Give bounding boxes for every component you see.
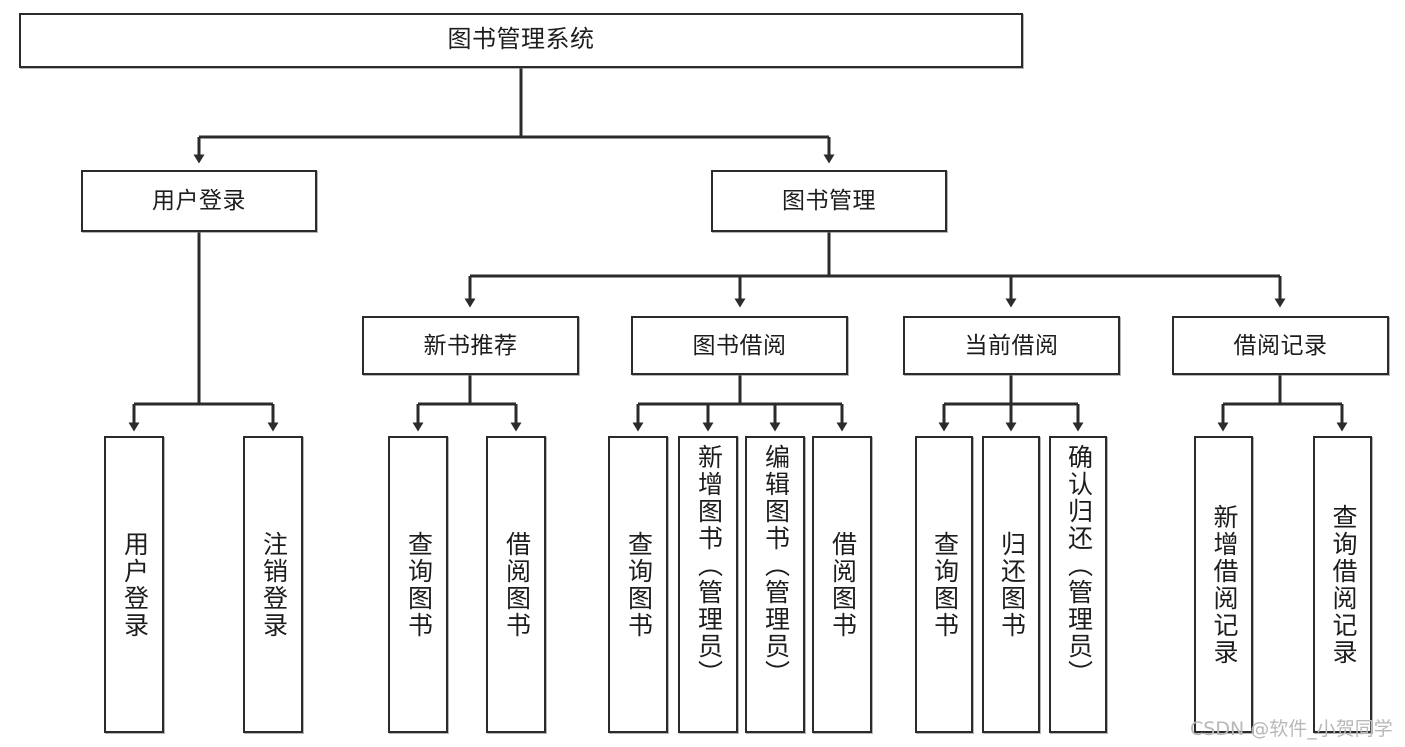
leaf-logout-label: 注销登录 bbox=[259, 530, 288, 639]
leaf-return-book-label: 归还图书 bbox=[997, 530, 1026, 639]
node-user-login[interactable]: 用户登录 bbox=[81, 170, 317, 232]
leaf-return-book[interactable]: 归还图书 bbox=[982, 436, 1040, 733]
leaf-query-book-borrow-label: 查询图书 bbox=[624, 530, 653, 639]
node-book-manage[interactable]: 图书管理 bbox=[711, 170, 947, 232]
leaf-query-book-borrow[interactable]: 查询图书 bbox=[608, 436, 668, 733]
csdn-watermark: CSDN @软件_小贺同学 bbox=[1190, 718, 1393, 740]
leaf-borrow-book-rec-label: 借阅图书 bbox=[502, 530, 531, 639]
node-book-borrow-label: 图书借阅 bbox=[692, 331, 787, 358]
leaf-logout[interactable]: 注销登录 bbox=[243, 436, 303, 733]
leaf-query-book-current-label: 查询图书 bbox=[930, 530, 959, 639]
leaf-add-book-label: 新增图书（管理员） bbox=[694, 444, 723, 687]
leaf-query-borrow-record[interactable]: 查询借阅记录 bbox=[1313, 436, 1372, 733]
leaf-add-book[interactable]: 新增图书（管理员） bbox=[678, 436, 738, 733]
node-root[interactable]: 图书管理系统 bbox=[19, 13, 1023, 68]
node-borrow-record[interactable]: 借阅记录 bbox=[1172, 316, 1389, 375]
node-new-book-rec-label: 新书推荐 bbox=[423, 331, 518, 358]
node-borrow-record-label: 借阅记录 bbox=[1233, 331, 1328, 358]
leaf-add-borrow-record-label: 新增借阅记录 bbox=[1210, 503, 1238, 666]
leaf-query-book-current[interactable]: 查询图书 bbox=[915, 436, 973, 733]
leaf-borrow-book-borrow[interactable]: 借阅图书 bbox=[812, 436, 872, 733]
leaf-user-login-label: 用户登录 bbox=[120, 530, 149, 639]
leaf-borrow-book-borrow-label: 借阅图书 bbox=[828, 530, 857, 639]
node-current-borrow[interactable]: 当前借阅 bbox=[903, 316, 1120, 375]
node-root-label: 图书管理系统 bbox=[447, 26, 595, 54]
leaf-confirm-return[interactable]: 确认归还（管理员） bbox=[1049, 436, 1107, 733]
leaf-edit-book[interactable]: 编辑图书（管理员） bbox=[745, 436, 805, 733]
node-book-borrow[interactable]: 图书借阅 bbox=[631, 316, 848, 375]
node-book-manage-label: 图书管理 bbox=[782, 187, 876, 214]
leaf-query-borrow-record-label: 查询借阅记录 bbox=[1329, 503, 1357, 666]
leaf-confirm-return-label: 确认归还（管理员） bbox=[1064, 444, 1093, 687]
node-user-login-label: 用户登录 bbox=[152, 187, 246, 214]
leaf-edit-book-label: 编辑图书（管理员） bbox=[761, 444, 790, 687]
leaf-user-login[interactable]: 用户登录 bbox=[104, 436, 164, 733]
leaf-add-borrow-record[interactable]: 新增借阅记录 bbox=[1194, 436, 1253, 733]
leaf-query-book-rec-label: 查询图书 bbox=[404, 530, 433, 639]
leaf-query-book-rec[interactable]: 查询图书 bbox=[388, 436, 448, 733]
leaf-borrow-book-rec[interactable]: 借阅图书 bbox=[486, 436, 546, 733]
node-current-borrow-label: 当前借阅 bbox=[964, 331, 1059, 358]
node-new-book-rec[interactable]: 新书推荐 bbox=[362, 316, 579, 375]
